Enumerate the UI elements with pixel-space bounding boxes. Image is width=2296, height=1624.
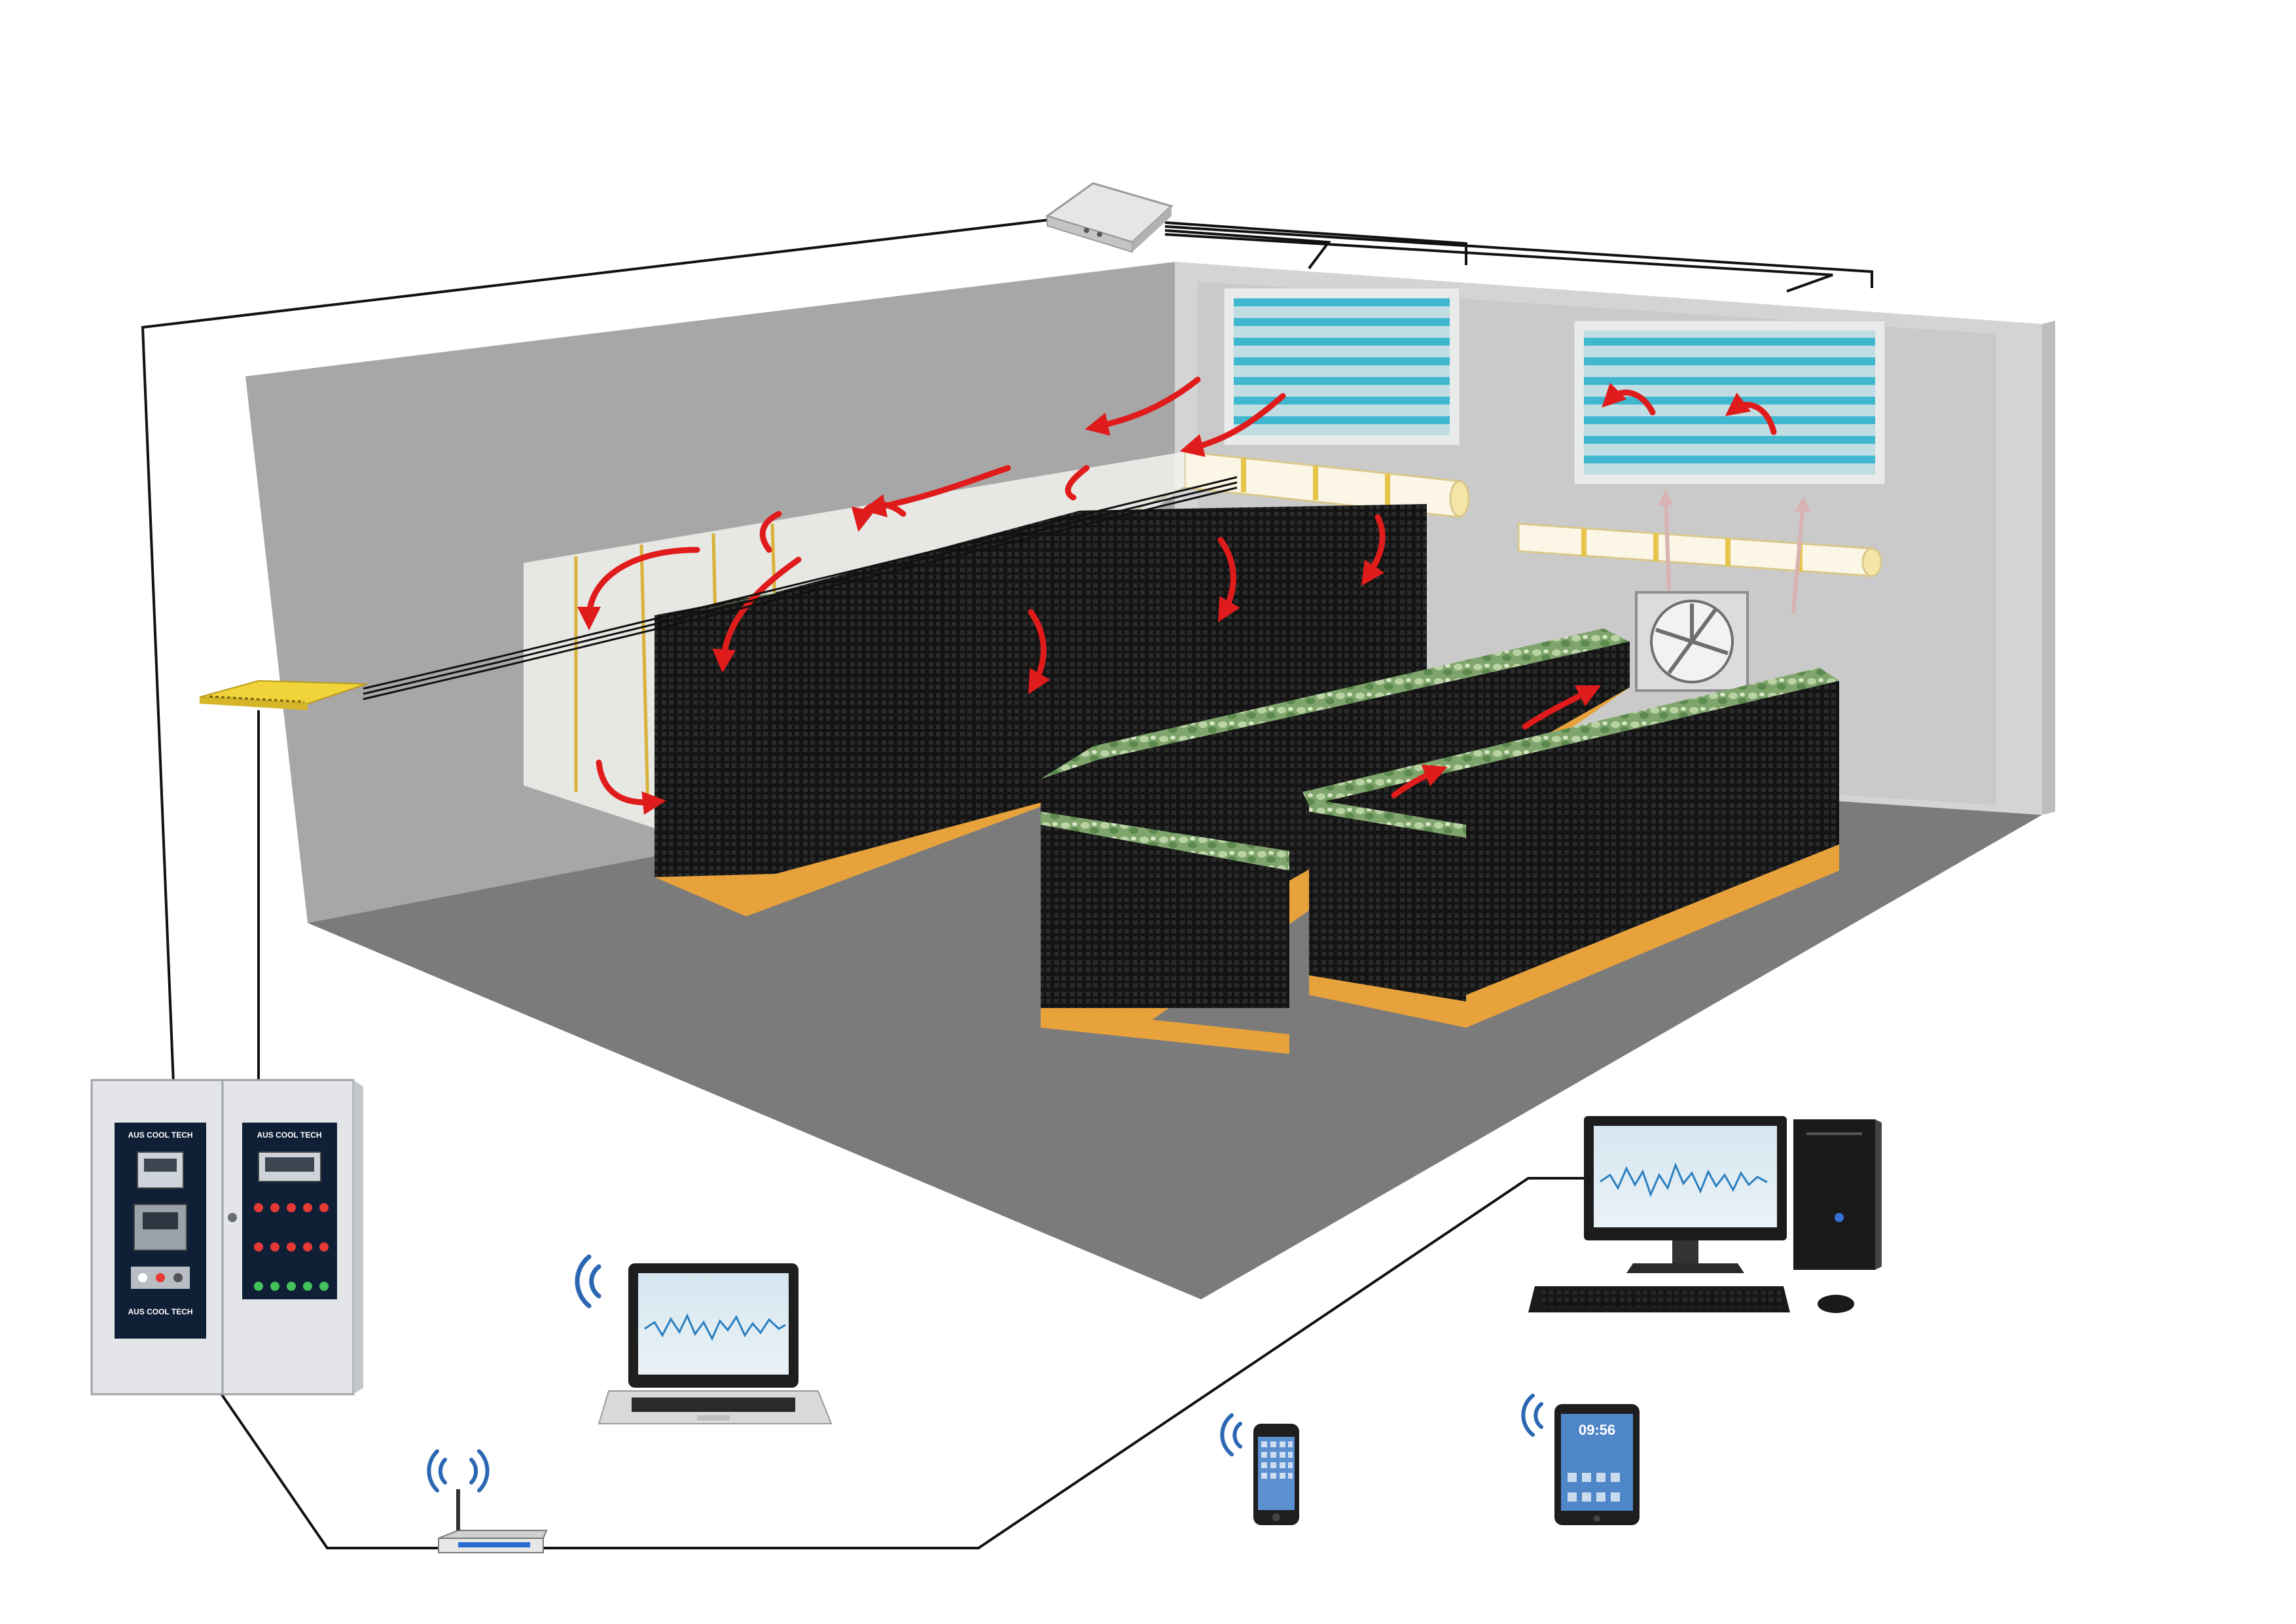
wifi-signal-icon [1220,1413,1242,1456]
laptop-screen-graph [644,1313,786,1341]
evaporator-coil-icon [1223,287,1460,446]
panel-brand-label: AUS COOL TECH [128,1130,192,1140]
wifi-signal-icon [1521,1394,1543,1437]
tablet-app-grid [1568,1473,1620,1502]
ethernet-hub-icon [1045,182,1174,253]
exhaust-fan-icon [1635,591,1749,692]
panel-brand-label: AUS COOL TECH [257,1130,321,1140]
wifi-signal-icon [575,1254,601,1308]
phone-app-grid [1261,1441,1293,1479]
network-switch-icon [199,679,367,710]
monitor-screen-graph [1600,1162,1768,1198]
panel-indicator-lights [131,1267,190,1289]
network-cables [141,218,1873,1549]
air-sock-duct [1183,450,1470,518]
panel-indicator-lights [254,1203,329,1291]
wifi-router-icon [427,1449,548,1553]
tablet-icon: 09:56 [1521,1394,1640,1525]
panel-display-icon [258,1151,321,1182]
laptop-icon [575,1254,833,1424]
desktop-computer-icon [1528,1116,1882,1313]
wifi-signal-icon [427,1449,490,1492]
control-panel: AUS COOL TECH AUS COOL TECH AUS COOL TEC… [90,1079,363,1396]
airflow-arrows [577,376,1777,815]
tablet-clock: 09:56 [1579,1422,1615,1438]
right-wall-top-edge [2042,321,2055,815]
evaporator-coil-icon [1573,320,1886,485]
panel-meter-icon [137,1151,184,1189]
return-air-arrows [1658,490,1810,614]
panel-brand-label: AUS COOL TECH [128,1307,192,1316]
air-sock-duct [1517,522,1882,577]
smartphone-icon [1220,1413,1299,1525]
panel-controller-icon [134,1204,187,1251]
produce-stack-front-right [1302,668,1839,1028]
